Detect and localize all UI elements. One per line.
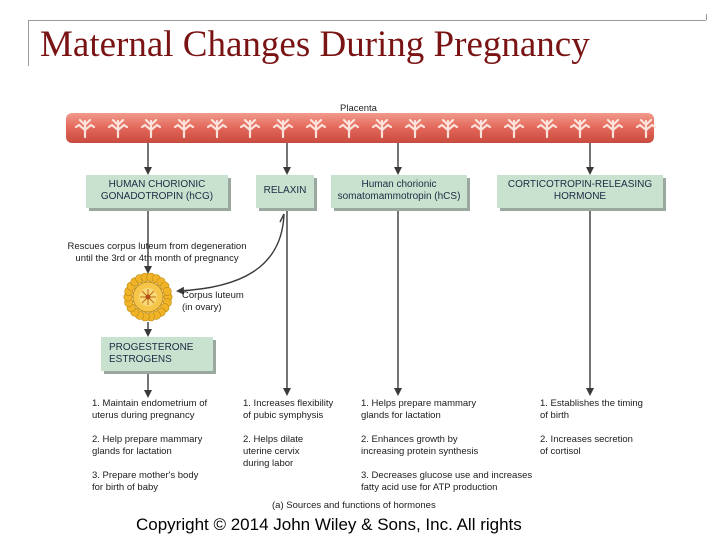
placenta-villus xyxy=(206,118,228,139)
relaxin-label: RELAXIN xyxy=(263,185,307,196)
relaxin-curve-head xyxy=(279,213,285,223)
placenta-label: Placenta xyxy=(340,103,377,114)
placenta-villus xyxy=(74,118,96,139)
placenta-villus xyxy=(437,118,459,139)
placenta-villus xyxy=(635,118,657,139)
placenta-villus xyxy=(107,118,129,139)
relaxin-function-2: 2. Helps dilate uterine cervix during la… xyxy=(243,434,304,469)
placenta-villus xyxy=(140,118,162,139)
slide-title: Maternal Changes During Pregnancy xyxy=(40,24,590,65)
placenta-villus xyxy=(602,118,624,139)
placenta-villi xyxy=(74,118,657,139)
diagram-caption: (a) Sources and functions of hormones xyxy=(272,500,436,511)
hcg-box xyxy=(86,175,231,211)
placenta-villus xyxy=(371,118,393,139)
placenta-villus xyxy=(503,118,525,139)
progesterone-function-2: 2. Help prepare mammary glands for lacta… xyxy=(92,434,203,457)
crh-function-2: 2. Increases secretion of cortisol xyxy=(540,434,633,457)
placenta-villus xyxy=(173,118,195,139)
placenta-villus xyxy=(338,118,360,139)
progesterone-function-3: 3. Prepare mother's body for birth of ba… xyxy=(92,470,199,493)
placenta-villus xyxy=(305,118,327,139)
crh-function-1: 1. Establishes the timing of birth xyxy=(540,398,643,421)
progesterone-function-1: 1. Maintain endometrium of uterus during… xyxy=(92,398,208,421)
hcs-function-1: 1. Helps prepare mammary glands for lact… xyxy=(361,398,477,421)
corpus-luteum-icon xyxy=(123,272,173,322)
hcs-box xyxy=(331,175,470,211)
hcg-label: HUMAN CHORIONIC GONADOTROPIN (hCG) xyxy=(100,179,214,202)
placenta-villus xyxy=(239,118,261,139)
placenta-villus xyxy=(569,118,591,139)
relaxin-box xyxy=(256,175,317,211)
hcs-function-2: 2. Enhances growth by increasing protein… xyxy=(361,434,479,457)
placenta-villus xyxy=(272,118,294,139)
slide-frame-right xyxy=(706,14,707,20)
slide-frame-left xyxy=(28,20,29,66)
progesterone-box xyxy=(101,337,216,374)
placenta-villus xyxy=(470,118,492,139)
relaxin-function-1: 1. Increases flexibility of pubic symphy… xyxy=(243,398,334,421)
hcs-function-3: 3. Decreases glucose use and increases f… xyxy=(361,470,533,493)
slide-frame-top xyxy=(28,20,706,21)
progesterone-estrogens-label: PROGESTERONE ESTROGENS xyxy=(109,342,194,365)
corpus-luteum-label: Corpus luteum (in ovary) xyxy=(182,290,244,313)
corpus-luteum-cell xyxy=(162,286,172,296)
crh-box xyxy=(497,175,666,211)
arrow-relaxin-corpus-luteum xyxy=(176,213,285,295)
placenta-villus xyxy=(536,118,558,139)
rescue-text: Rescues corpus luteum from degeneration … xyxy=(67,241,247,264)
crh-label: CORTICOTROPIN-RELEASING HORMONE xyxy=(507,179,653,202)
copyright-notice: Copyright © 2014 John Wiley & Sons, Inc.… xyxy=(136,515,522,534)
placenta-villus xyxy=(404,118,426,139)
hcs-label: Human chorionic somatomammotropin (hCS) xyxy=(337,179,461,202)
